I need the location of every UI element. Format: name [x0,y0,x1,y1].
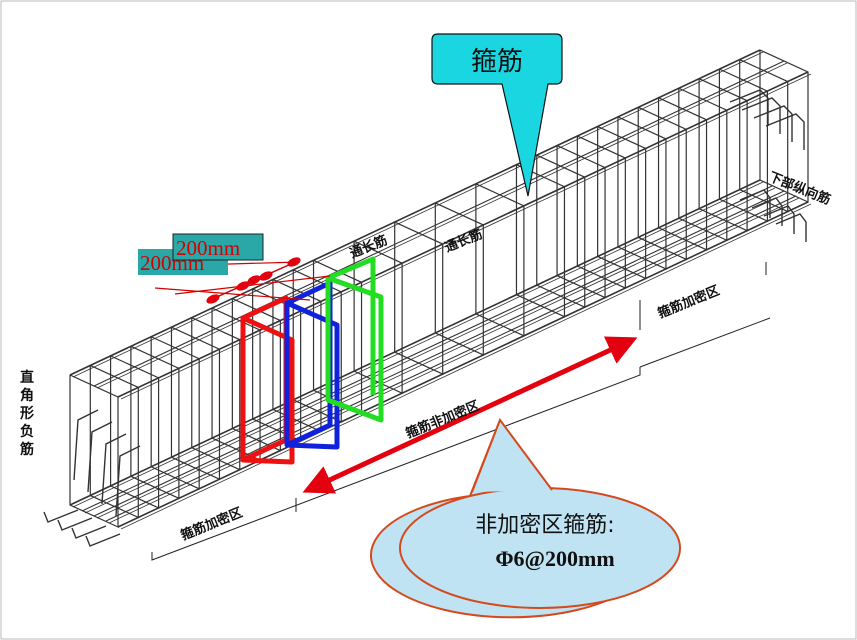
note-line-2: Φ6@200mm [495,546,614,571]
dim-tick [247,275,261,285]
label-right-angle-negative: 直角形负筋 [20,369,34,458]
dim-tick [287,257,301,267]
stirrup-callout: 箍筋 [431,33,563,197]
dim-tick [259,271,273,281]
dim-tick [206,294,220,304]
note-balloon: 非加密区箍筋: Φ6@200mm [370,417,681,619]
label-right-angle-negative-text: 直角形负筋 [20,369,34,458]
spacing-dimension-marks [154,257,331,304]
label-through-bar-left: 通长筋 [348,232,390,261]
dim-tick [236,281,250,291]
label-dense-zone-right: 箍筋加密区 [656,283,722,322]
label-non-dense-zone: 箍筋非加密区 [404,398,482,442]
label-bottom-longitudinal: 下部纵向筋 [767,169,833,208]
dim-box-front [172,233,264,261]
note-line-1: 非加密区箍筋: [475,513,614,538]
dim-label-front: 200mm [176,236,240,260]
label-through-bar-right: 通长筋 [443,226,485,255]
non-dense-zone-arrow [302,336,638,494]
stirrup-callout-text: 箍筋 [471,47,523,77]
